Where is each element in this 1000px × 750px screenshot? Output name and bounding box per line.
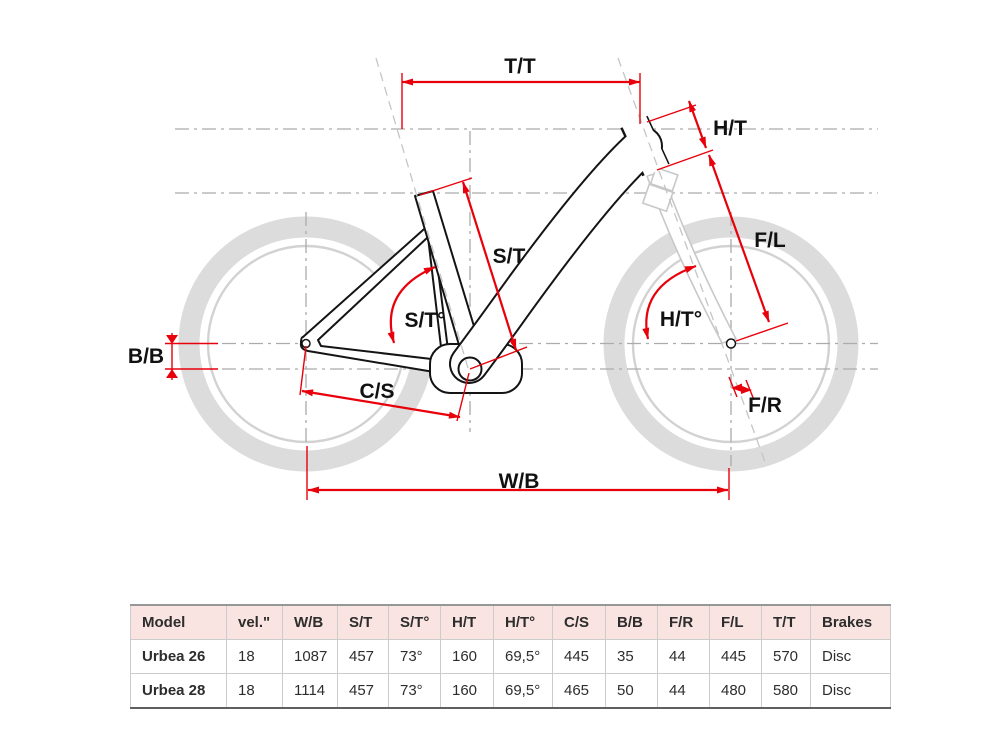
table-cell: 69,5° [493, 639, 553, 674]
table-cell: 1114 [282, 673, 338, 709]
header-cell-brakes: Brakes [810, 604, 891, 640]
st-label: S/T [493, 245, 526, 268]
table-cell: 457 [337, 639, 389, 674]
ht-angle-label: H/T° [660, 308, 702, 331]
table-cell: 465 [552, 673, 606, 709]
st-tick-bottom [469, 346, 528, 370]
ht-angle-arc [642, 264, 697, 340]
table-cell: 50 [605, 673, 658, 709]
front-axle-circle [725, 338, 737, 349]
header-cell-fl: F/L [709, 604, 762, 640]
fr-arrow-right [741, 385, 752, 394]
ht-tick-top [646, 104, 697, 123]
st-angle-arc [387, 265, 436, 344]
fr-tick-left [728, 376, 738, 398]
dimension-labels: T/T H/T F/L S/T S/T° H/T° B/B C/S F/R W/… [128, 55, 786, 493]
table-cell: 35 [605, 639, 658, 674]
head-tube-fill [622, 115, 669, 177]
ht-tick-bottom [656, 149, 714, 171]
table-cell: 44 [657, 673, 710, 709]
table-cell: 445 [552, 639, 606, 674]
table-cell: 18 [226, 639, 283, 674]
header-cell-model: Model [130, 604, 227, 640]
bb-arrow-top [166, 335, 178, 344]
header-cell-st: S/T [337, 604, 389, 640]
table-row: Urbea 28 18 1114 457 73° 160 69,5° 465 5… [130, 673, 891, 709]
header-cell-vel: vel." [226, 604, 283, 640]
st-tick-top [419, 177, 473, 196]
st-dimension [461, 181, 518, 351]
wb-label: W/B [499, 470, 540, 493]
table-cell: 457 [337, 673, 389, 709]
header-cell-tt: T/T [761, 604, 811, 640]
header-cell-bb: B/B [605, 604, 658, 640]
header-cell-ht-angle: H/T° [493, 604, 553, 640]
fl-dimension [707, 154, 771, 323]
table-cell: 160 [440, 673, 494, 709]
table-cell: 160 [440, 639, 494, 674]
table-cell: 73° [388, 639, 441, 674]
header-row: Model vel." W/B S/T S/T° H/T H/T° C/S B/… [130, 604, 891, 640]
frame [299, 115, 670, 394]
tt-label: T/T [504, 55, 536, 78]
fl-tick-axle [735, 322, 789, 342]
table-cell: 18 [226, 673, 283, 709]
cs-extension-left [299, 345, 307, 396]
steering-axis [617, 57, 766, 463]
table-row: Urbea 26 18 1087 457 73° 160 69,5° 445 3… [130, 639, 891, 674]
table-cell: 480 [709, 673, 762, 709]
table-cell: 69,5° [493, 673, 553, 709]
header-cell-ht: H/T [440, 604, 494, 640]
ht-dimension [687, 100, 708, 149]
fl-label: F/L [754, 229, 786, 252]
table-cell: 570 [761, 639, 811, 674]
model-cell: Urbea 28 [130, 673, 227, 709]
header-cell-st-angle: S/T° [388, 604, 441, 640]
table-cell: Disc [810, 673, 891, 709]
header-cell-cs: C/S [552, 604, 606, 640]
table-cell: 44 [657, 639, 710, 674]
dimensions [165, 73, 789, 500]
table-cell: 73° [388, 673, 441, 709]
bb-arrow-bottom [166, 369, 178, 378]
fr-label: F/R [748, 394, 782, 417]
bb-label: B/B [128, 345, 164, 368]
ht-label: H/T [713, 117, 747, 140]
table-cell: Disc [810, 639, 891, 674]
fr-arrow-left [731, 383, 742, 392]
cs-label: C/S [359, 380, 394, 403]
spec-table: Model vel." W/B S/T S/T° H/T H/T° C/S B/… [130, 604, 891, 709]
st-angle-label: S/T° [404, 309, 445, 332]
header-cell-wb: W/B [282, 604, 338, 640]
table-cell: 1087 [282, 639, 338, 674]
table-cell: 580 [761, 673, 811, 709]
model-cell: Urbea 26 [130, 639, 227, 674]
geometry-diagram: T/T H/T F/L S/T S/T° H/T° B/B C/S F/R W/… [128, 55, 878, 500]
table-cell: 445 [709, 639, 762, 674]
cs-dimension [301, 389, 461, 419]
seat-tube-axis [375, 57, 469, 369]
header-cell-fr: F/R [657, 604, 710, 640]
